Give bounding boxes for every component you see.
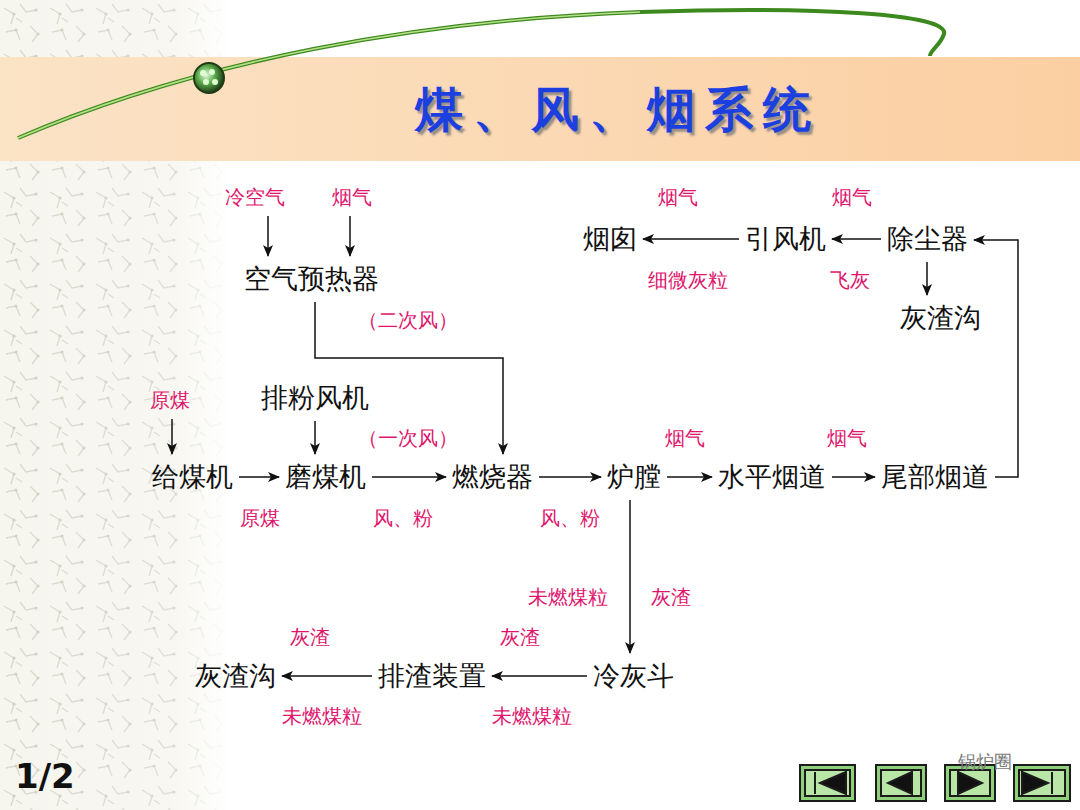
node-text: 烟气 xyxy=(332,185,372,209)
node-text: 磨煤机 xyxy=(285,461,366,492)
input-label: 冷空气 xyxy=(222,182,288,213)
edge-label: 烟气 xyxy=(656,186,700,209)
edge-label: 风、粉 xyxy=(371,507,435,530)
equipment-node: 除尘器 xyxy=(884,219,971,259)
flow-arrow xyxy=(832,476,875,478)
flow-arrow xyxy=(643,238,739,240)
flow-arrow xyxy=(239,476,279,478)
node-text: 灰渣沟 xyxy=(900,302,981,333)
flow-label: 未燃煤粒 xyxy=(280,705,364,728)
node-text: 灰渣沟 xyxy=(195,660,276,691)
node-text: 排粉风机 xyxy=(261,382,369,413)
node-text: 空气预热器 xyxy=(244,263,379,294)
equipment-node: 灰渣沟 xyxy=(897,298,984,338)
flow-arrow xyxy=(492,675,587,677)
edge-label: （二次风） xyxy=(356,309,460,332)
flow-arrow xyxy=(171,419,173,454)
node-text: 排渣装置 xyxy=(378,660,486,691)
node-text: 烟囱 xyxy=(583,223,637,254)
flow-label: 未燃煤粒 xyxy=(490,705,574,728)
node-text: 炉膛 xyxy=(607,461,661,492)
flow-arrow xyxy=(349,216,351,256)
flow-arrow xyxy=(314,421,316,454)
equipment-node: 炉膛 xyxy=(604,457,664,497)
equipment-node: 排渣装置 xyxy=(375,656,489,696)
equipment-node: 冷灰斗 xyxy=(590,656,677,696)
flow-arrow xyxy=(832,238,881,240)
edge-label: 原煤 xyxy=(238,507,282,530)
node-text: 引风机 xyxy=(745,223,826,254)
equipment-node: 空气预热器 xyxy=(241,259,382,299)
equipment-node: 烟囱 xyxy=(580,219,640,259)
flow-label: 细微灰粒 xyxy=(646,269,730,292)
edge-label: 灰渣 xyxy=(498,626,542,649)
flow-label: 灰渣 xyxy=(649,586,693,609)
input-label: 原煤 xyxy=(147,385,193,416)
node-text: 尾部烟道 xyxy=(881,461,989,492)
flow-arrow xyxy=(629,500,631,653)
edge-label: 烟气 xyxy=(663,427,707,450)
node-text: 给煤机 xyxy=(152,461,233,492)
edge-label: 烟气 xyxy=(825,427,869,450)
equipment-node: 磨煤机 xyxy=(282,457,369,497)
equipment-node: 燃烧器 xyxy=(449,457,536,497)
edge-label: 风、粉 xyxy=(538,507,602,530)
flow-arrow xyxy=(974,240,1018,477)
flow-label: （一次风） xyxy=(356,427,460,450)
edge-label: 飞灰 xyxy=(828,269,872,292)
flow-arrow xyxy=(539,476,601,478)
flow-arrow xyxy=(372,476,446,478)
equipment-node: 灰渣沟 xyxy=(192,656,279,696)
flow-arrow xyxy=(315,302,503,454)
node-text: 除尘器 xyxy=(887,223,968,254)
flow-arrow xyxy=(267,216,269,256)
equipment-node: 引风机 xyxy=(742,219,829,259)
flow-arrow xyxy=(282,675,372,677)
equipment-node: 排粉风机 xyxy=(258,378,372,418)
node-text: 冷灰斗 xyxy=(593,660,674,691)
node-text: 水平烟道 xyxy=(718,461,826,492)
edge-label: 灰渣 xyxy=(288,626,332,649)
watermark: 锅炉圈 xyxy=(958,750,1012,774)
flow-arrow xyxy=(667,476,712,478)
slide-title: 煤、风、烟系统 xyxy=(415,78,821,142)
flow-arrow xyxy=(926,262,928,295)
edge-label: 未燃煤粒 xyxy=(526,586,610,609)
equipment-node: 给煤机 xyxy=(149,457,236,497)
page-number: 1/2 xyxy=(15,756,75,796)
node-text: 原煤 xyxy=(150,388,190,412)
edge-label: 烟气 xyxy=(830,186,874,209)
node-text: 燃烧器 xyxy=(452,461,533,492)
nav-button xyxy=(800,765,1070,801)
input-label: 烟气 xyxy=(329,182,375,213)
equipment-node: 尾部烟道 xyxy=(878,457,992,497)
node-text: 冷空气 xyxy=(225,185,285,209)
equipment-node: 水平烟道 xyxy=(715,457,829,497)
